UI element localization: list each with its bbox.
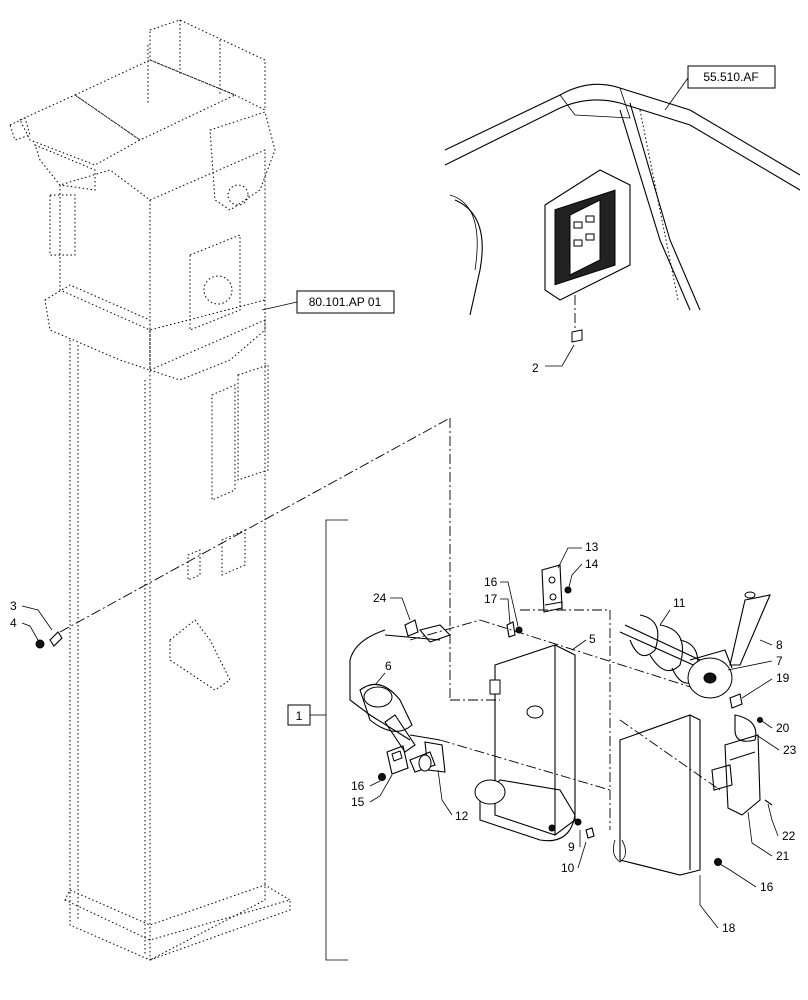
group-label: 1: [296, 709, 303, 723]
tube-column-drawing: [9, 19, 292, 961]
callout-9: 9: [568, 840, 575, 854]
nut-14: [564, 586, 572, 594]
reference-label-left: 80.101.AP 01: [309, 295, 382, 309]
callout-15: 15: [351, 795, 365, 809]
callout-4: 4: [10, 616, 17, 630]
screw-9-10: [574, 818, 595, 839]
callout-10: 10: [561, 861, 575, 875]
callout-17: 17: [484, 592, 498, 606]
nut-16-left: [378, 773, 386, 781]
bracket-13: [541, 564, 563, 613]
bolt-washer-3-4: [35, 631, 63, 649]
callout-5: 5: [589, 632, 596, 646]
motor-6: [349, 629, 441, 753]
relay-15: [386, 745, 409, 775]
sensor-21: [711, 734, 761, 816]
callout-20: 20: [776, 721, 790, 735]
connector-24: [404, 619, 452, 643]
reference-label-top: 55.510.AF: [703, 70, 758, 84]
callout-16a: 16: [484, 575, 498, 589]
callout-22: 22: [782, 829, 796, 843]
callout-2: 2: [532, 361, 539, 375]
switch-12: [409, 741, 446, 773]
screw-22: [764, 799, 773, 806]
cable-23: [734, 714, 757, 742]
auger-11: [619, 614, 701, 684]
callout-16c: 16: [760, 880, 774, 894]
group-label-box[interactable]: 1: [287, 704, 311, 726]
callout-24: 24: [373, 591, 387, 605]
reference-box-left[interactable]: 80.101.AP 01: [261, 290, 395, 314]
callout-23: 23: [783, 743, 797, 757]
callout-16b: 16: [351, 779, 365, 793]
chute-5: [474, 644, 576, 842]
bearing-7-8: [687, 591, 771, 699]
callout-18: 18: [722, 921, 736, 935]
callout-6: 6: [385, 659, 392, 673]
cab-frame-drawing: [444, 83, 801, 343]
clip-19: [729, 693, 743, 709]
callout-12: 12: [455, 809, 469, 823]
reference-box-top[interactable]: 55.510.AF: [664, 65, 776, 111]
assembly-lines: [59, 417, 721, 830]
cover-18: [619, 714, 722, 876]
callout-3: 3: [10, 599, 17, 613]
callout-11: 11: [673, 596, 686, 610]
callout-8: 8: [776, 638, 783, 652]
callouts: 2 3 4 5 6 7 8 9 10 11 12 13 14 15 16 16 …: [10, 344, 797, 935]
callout-14: 14: [585, 557, 599, 571]
screw-20: [757, 717, 763, 723]
callout-19: 19: [776, 671, 790, 685]
fuse-panel: [544, 169, 631, 301]
group-bracket: [310, 519, 348, 961]
callout-7: 7: [776, 654, 783, 668]
callout-21: 21: [776, 849, 790, 863]
fastener-16-17: [506, 621, 523, 638]
callout-13: 13: [585, 540, 599, 554]
cable-tie: [612, 839, 626, 863]
